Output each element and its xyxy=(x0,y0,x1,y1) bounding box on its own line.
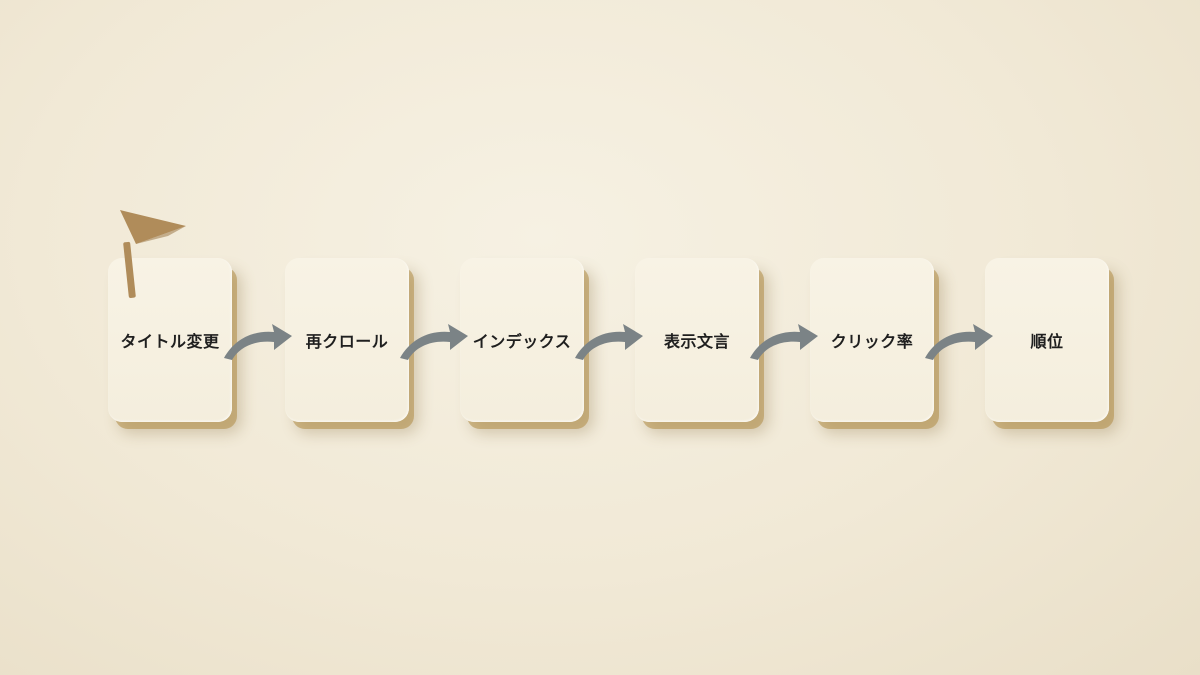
step-label: クリック率 xyxy=(830,332,914,351)
step-label: 順位 xyxy=(1030,332,1064,351)
curved-arrow-icon xyxy=(750,324,818,360)
step-card-ctr: クリック率 xyxy=(810,258,934,422)
curved-arrow-icon xyxy=(224,324,292,360)
step-label: 再クロール xyxy=(305,332,389,351)
flag-icon xyxy=(120,210,186,298)
curved-arrow-icon xyxy=(575,324,643,360)
step-card-recrawl: 再クロール xyxy=(285,258,409,422)
step-card-index: インデックス xyxy=(460,258,584,422)
step-card-display-text: 表示文言 xyxy=(635,258,759,422)
step-card-ranking: 順位 xyxy=(985,258,1109,422)
step-label: インデックス xyxy=(472,332,572,351)
curved-arrow-icon xyxy=(400,324,468,360)
step-label: タイトル変更 xyxy=(120,332,220,351)
step-label: 表示文言 xyxy=(663,332,730,351)
curved-arrow-icon xyxy=(925,324,993,360)
